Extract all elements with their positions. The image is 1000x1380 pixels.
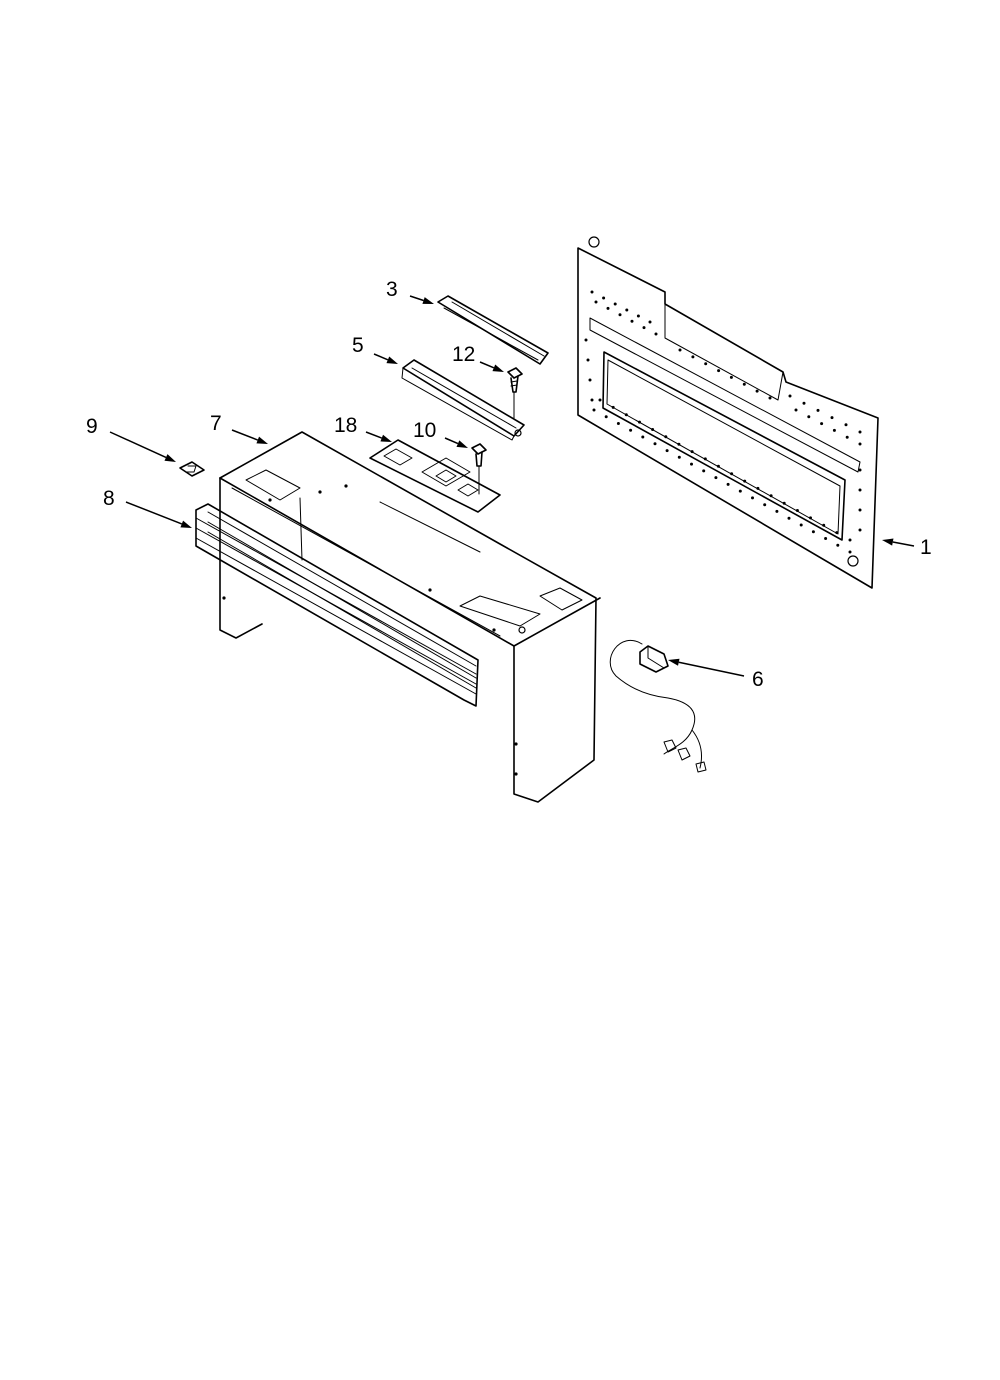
callout-5: 5	[352, 334, 364, 357]
arrow-8	[125, 501, 192, 528]
arrow-5	[373, 353, 398, 364]
callout-3: 3	[386, 278, 398, 301]
arrow-10	[444, 437, 468, 448]
arrow-3	[409, 295, 434, 304]
callout-10: 10	[413, 419, 436, 442]
part-6-switch-harness	[609, 639, 707, 773]
part-7-hood-housing	[219, 431, 601, 803]
callout-6: 6	[752, 668, 764, 691]
arrow-1	[882, 538, 915, 547]
part-1-mounting-plate	[577, 236, 879, 589]
callout-18: 18	[334, 414, 357, 437]
arrow-18	[365, 431, 392, 442]
callout-1: 1	[920, 536, 932, 559]
part-10-screw	[471, 443, 487, 495]
part-18-bracket-plate	[369, 439, 501, 513]
callout-7: 7	[210, 412, 222, 435]
arrow-9	[109, 431, 176, 462]
arrow-12	[479, 361, 504, 372]
part-8-grille	[195, 503, 479, 707]
part-9-clip	[179, 461, 205, 477]
callout-arrows	[109, 295, 915, 677]
arrow-6	[668, 658, 745, 677]
part-3-top-strip	[437, 295, 549, 365]
arrow-7	[231, 429, 268, 444]
part-12-screw	[507, 367, 523, 419]
part-5-channel-bracket	[401, 359, 525, 441]
callout-8: 8	[103, 487, 115, 510]
callout-12: 12	[452, 343, 475, 366]
callout-9: 9	[86, 415, 98, 438]
